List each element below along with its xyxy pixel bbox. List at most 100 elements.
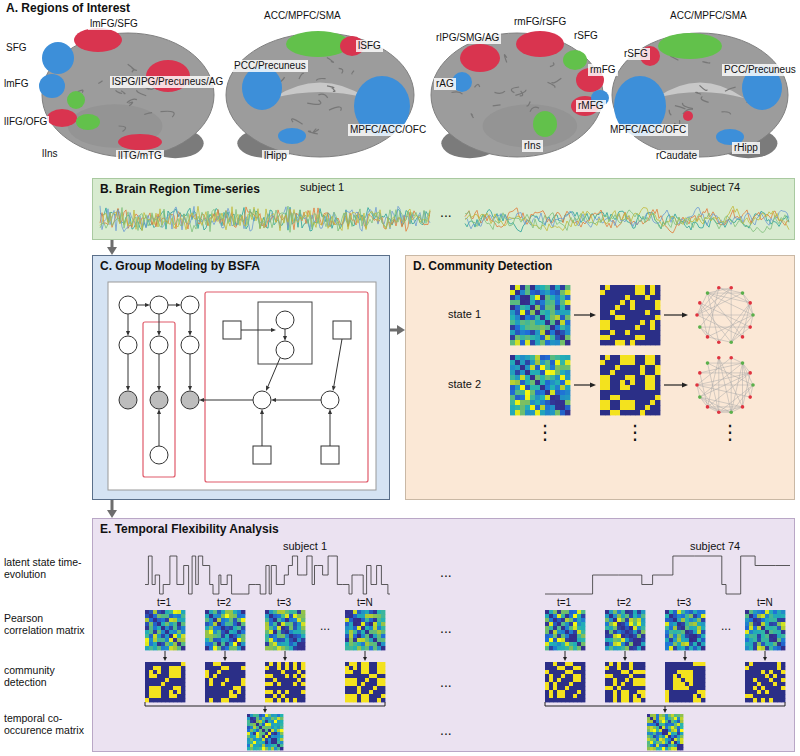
community-cell — [655, 335, 660, 340]
community-cell — [153, 694, 157, 698]
community-cell — [650, 310, 655, 315]
community-cell — [650, 365, 655, 370]
heatmap-cell — [557, 634, 561, 638]
heatmap-cell — [520, 330, 525, 335]
community-cell — [655, 285, 660, 290]
community-cell — [600, 325, 605, 330]
heatmap-cell — [250, 735, 253, 738]
heatmap-cell — [530, 320, 535, 325]
heatmap-cell — [565, 335, 570, 340]
heatmap-cell — [540, 325, 545, 330]
community-cell — [615, 395, 620, 400]
heatmap-cell — [557, 642, 561, 646]
heatmap-cell — [259, 732, 262, 735]
heatmap-cell — [241, 610, 245, 614]
community-cell — [381, 666, 385, 670]
model-arrow — [276, 400, 321, 401]
community-cell — [615, 410, 620, 415]
heatmap-cell — [229, 630, 233, 634]
heatmap-cell — [550, 405, 555, 410]
heatmap-cell — [369, 622, 373, 626]
community-cell — [600, 335, 605, 340]
heatmap-cell — [565, 285, 570, 290]
community-cell — [620, 295, 625, 300]
heatmap-cell — [510, 320, 515, 325]
community-cell — [289, 674, 293, 678]
community-cell — [269, 698, 273, 702]
heatmap-cell — [345, 638, 349, 642]
graph-node — [729, 356, 733, 360]
heatmap-cell — [510, 395, 515, 400]
heatmap-cell — [549, 642, 553, 646]
community-cell — [153, 670, 157, 674]
model-node — [181, 296, 199, 314]
community-cell — [645, 410, 650, 415]
corpus-callosum — [273, 83, 367, 99]
community-cell — [549, 686, 553, 690]
graph-edge — [697, 288, 719, 315]
heatmap-cell — [550, 295, 555, 300]
community-cell — [241, 670, 245, 674]
community-cell — [153, 682, 157, 686]
heatmap-cell — [262, 732, 265, 735]
heatmap-cell — [545, 380, 550, 385]
heatmap-cell — [247, 729, 250, 732]
heatmap-cell — [181, 622, 185, 626]
community-cell — [640, 360, 645, 365]
community-cell — [237, 690, 241, 694]
heatmap-cell — [345, 622, 349, 626]
heatmap-cell — [177, 646, 181, 650]
heatmap-cell — [285, 610, 289, 614]
community-cell — [569, 682, 573, 686]
community-cell — [650, 405, 655, 410]
community-cell — [605, 325, 610, 330]
heatmap-cell — [277, 630, 281, 634]
community-cell — [600, 310, 605, 315]
community-cell — [650, 360, 655, 365]
heatmap-cell — [525, 380, 530, 385]
community-cell — [361, 674, 365, 678]
heatmap-cell — [545, 410, 550, 415]
graph-edge — [750, 303, 753, 315]
community-cell — [289, 698, 293, 702]
community-cell — [209, 662, 213, 666]
heatmap-cell — [510, 310, 515, 315]
heatmap-cell — [274, 741, 277, 744]
heatmap-cell — [149, 642, 153, 646]
community-cell — [577, 686, 581, 690]
heatmap-cell — [520, 410, 525, 415]
heatmap-cell — [377, 642, 381, 646]
model-arrow — [283, 336, 287, 341]
heatmap-cell — [149, 638, 153, 642]
community-cell — [349, 694, 353, 698]
heatmap-cell — [550, 400, 555, 405]
community-cell — [640, 320, 645, 325]
heatmap-cell — [373, 610, 377, 614]
heatmap-cell — [268, 741, 271, 744]
heatmap-cell — [581, 622, 585, 626]
community-cell — [650, 395, 655, 400]
model-node — [276, 341, 294, 359]
heatmap-cell — [561, 642, 565, 646]
heatmap-cell — [247, 747, 250, 750]
heatmap-cell — [555, 400, 560, 405]
heatmap-cell — [181, 614, 185, 618]
heatmap-cell — [177, 630, 181, 634]
heatmap-cell — [173, 614, 177, 618]
heatmap-cell — [169, 630, 173, 634]
heatmap-cell — [349, 626, 353, 630]
heatmap-cell — [165, 610, 169, 614]
community-cell — [353, 666, 357, 670]
community-cell — [217, 698, 221, 702]
community-cell — [600, 320, 605, 325]
community-cell — [645, 320, 650, 325]
community-cell — [353, 674, 357, 678]
community-cell — [610, 365, 615, 370]
community-cell — [205, 694, 209, 698]
heatmap-cell — [271, 726, 274, 729]
heatmap-cell — [225, 634, 229, 638]
heatmap-cell — [209, 610, 213, 614]
heatmap-cell — [525, 405, 530, 410]
heatmap-cell — [530, 285, 535, 290]
heatmap-cell — [557, 610, 561, 614]
